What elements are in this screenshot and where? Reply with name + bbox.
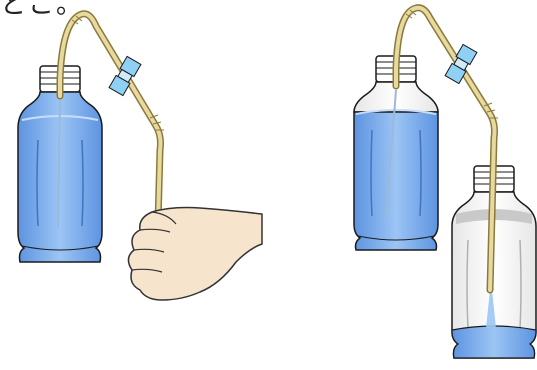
- hand: [128, 208, 262, 301]
- collected-water: [452, 326, 536, 358]
- right-upper-bottle-body: [354, 112, 438, 250]
